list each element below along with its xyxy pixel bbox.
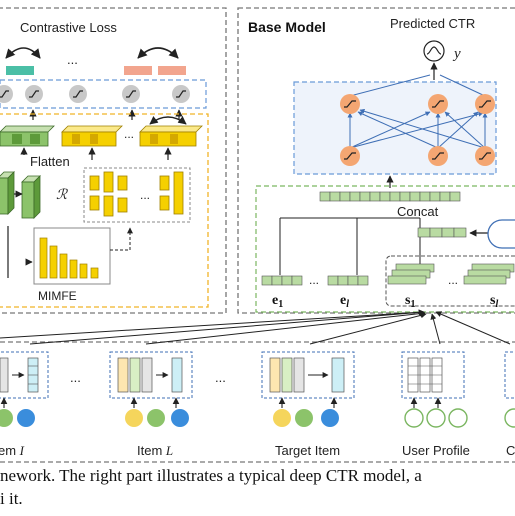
attention-module bbox=[487, 219, 515, 249]
item-l-feature-node bbox=[171, 409, 189, 427]
context-feature-node bbox=[504, 408, 515, 428]
item-i-embedding-columns bbox=[0, 357, 39, 393]
figure-caption-line-1: nework. The right part illustrates a typ… bbox=[0, 466, 422, 485]
concat-connectors bbox=[279, 217, 421, 275]
projector-frame bbox=[0, 79, 207, 109]
flattened-features-green bbox=[0, 125, 55, 147]
item-i-label: em I bbox=[0, 443, 25, 458]
attention-vector bbox=[417, 227, 467, 238]
target-item-feature-node bbox=[295, 409, 313, 427]
items-ellipsis: ... bbox=[70, 370, 81, 385]
contrast-arrow-right bbox=[137, 47, 179, 59]
feature-maps-green bbox=[0, 171, 41, 219]
mimfe-label: MIMFE bbox=[38, 289, 77, 303]
relation-operator-symbol: ℛ bbox=[56, 188, 68, 203]
contrastive-loss-title: Contrastive Loss bbox=[20, 20, 117, 35]
mlp-neurons bbox=[340, 94, 495, 166]
concat-vector bbox=[319, 191, 461, 202]
input-fan-in-arrows bbox=[0, 309, 511, 345]
user-profile-feature-node bbox=[404, 408, 424, 428]
item-l-feature-node bbox=[147, 409, 165, 427]
base-model-panel: Base Model Predicted CTR y bbox=[237, 7, 515, 314]
embedding-e1 bbox=[261, 275, 303, 286]
user-profile-embedding-columns bbox=[407, 357, 443, 393]
flattened-features-yellow-2 bbox=[139, 125, 203, 147]
feature-maps-yellow: ... bbox=[89, 171, 184, 217]
output-symbol-y: y bbox=[452, 46, 461, 62]
concat-label: Concat bbox=[397, 204, 439, 219]
context-box bbox=[504, 351, 515, 399]
sequence-dots: ... bbox=[448, 273, 458, 287]
target-item-label: Target Item bbox=[275, 443, 340, 458]
user-profile-feature-node bbox=[448, 408, 468, 428]
sequence-label-sl: sl bbox=[490, 293, 498, 310]
item-l-feature-node bbox=[125, 409, 143, 427]
item-i-sequence-box bbox=[0, 351, 49, 399]
base-model-title: Base Model bbox=[248, 19, 326, 35]
concat-frame bbox=[255, 185, 515, 313]
embedding-label-e1: e1 bbox=[272, 293, 283, 310]
base-model-frame bbox=[237, 7, 515, 314]
sequence-embeddings-frame bbox=[385, 255, 515, 307]
item-l-embedding-columns bbox=[117, 357, 183, 393]
items-ellipsis-2: ... bbox=[215, 370, 226, 385]
contrast-arrow-left bbox=[5, 47, 41, 59]
item-i-feature-node bbox=[0, 409, 13, 427]
user-profile-box bbox=[401, 351, 465, 399]
svg-text:...: ... bbox=[140, 188, 150, 202]
embedding-el bbox=[327, 275, 369, 286]
mimfe-histogram-bars bbox=[39, 237, 99, 279]
mimfe-histogram-frame bbox=[33, 227, 111, 285]
projection-bar-salmon-1 bbox=[124, 66, 152, 75]
input-panel: em I ... Item L ... bbox=[0, 309, 515, 463]
flatten-ellipsis: ... bbox=[124, 127, 134, 141]
item-l-sequence-box bbox=[109, 351, 193, 399]
target-item-box bbox=[261, 351, 355, 399]
neuron-node bbox=[0, 85, 13, 103]
figure-caption-line-2: i it. bbox=[0, 489, 23, 508]
embedding-dots: ... bbox=[309, 273, 319, 287]
sequence-embedding-sl bbox=[463, 263, 515, 285]
embedding-label-el: el bbox=[340, 293, 349, 310]
sigmoid-output-node bbox=[423, 40, 445, 62]
item-l-label: Item L bbox=[137, 443, 173, 458]
mimfe-frame bbox=[0, 113, 209, 308]
left-panel: Contrastive Loss ... bbox=[0, 7, 227, 314]
target-item-feature-node bbox=[321, 409, 339, 427]
flattened-features-yellow-1 bbox=[61, 125, 123, 147]
item-i-feature-node bbox=[17, 409, 35, 427]
flatten-label: Flatten bbox=[30, 154, 70, 169]
projection-bar-salmon-2 bbox=[158, 66, 186, 75]
user-profile-feature-node bbox=[426, 408, 446, 428]
user-profile-label: User Profile bbox=[402, 443, 470, 458]
sequence-embedding-s1 bbox=[387, 263, 435, 285]
predicted-ctr-label: Predicted CTR bbox=[390, 16, 475, 31]
context-label: C bbox=[506, 443, 515, 458]
yellow-features-frame bbox=[83, 167, 191, 223]
sequence-label-s1: s1 bbox=[405, 293, 415, 310]
projection-dots: ... bbox=[67, 52, 78, 67]
target-item-embedding-columns bbox=[269, 357, 345, 393]
target-item-feature-node bbox=[273, 409, 291, 427]
left-panel-frame bbox=[0, 7, 227, 314]
projection-bar-teal bbox=[6, 66, 34, 75]
projector-neurons bbox=[0, 85, 190, 103]
mlp-connections bbox=[347, 74, 488, 149]
